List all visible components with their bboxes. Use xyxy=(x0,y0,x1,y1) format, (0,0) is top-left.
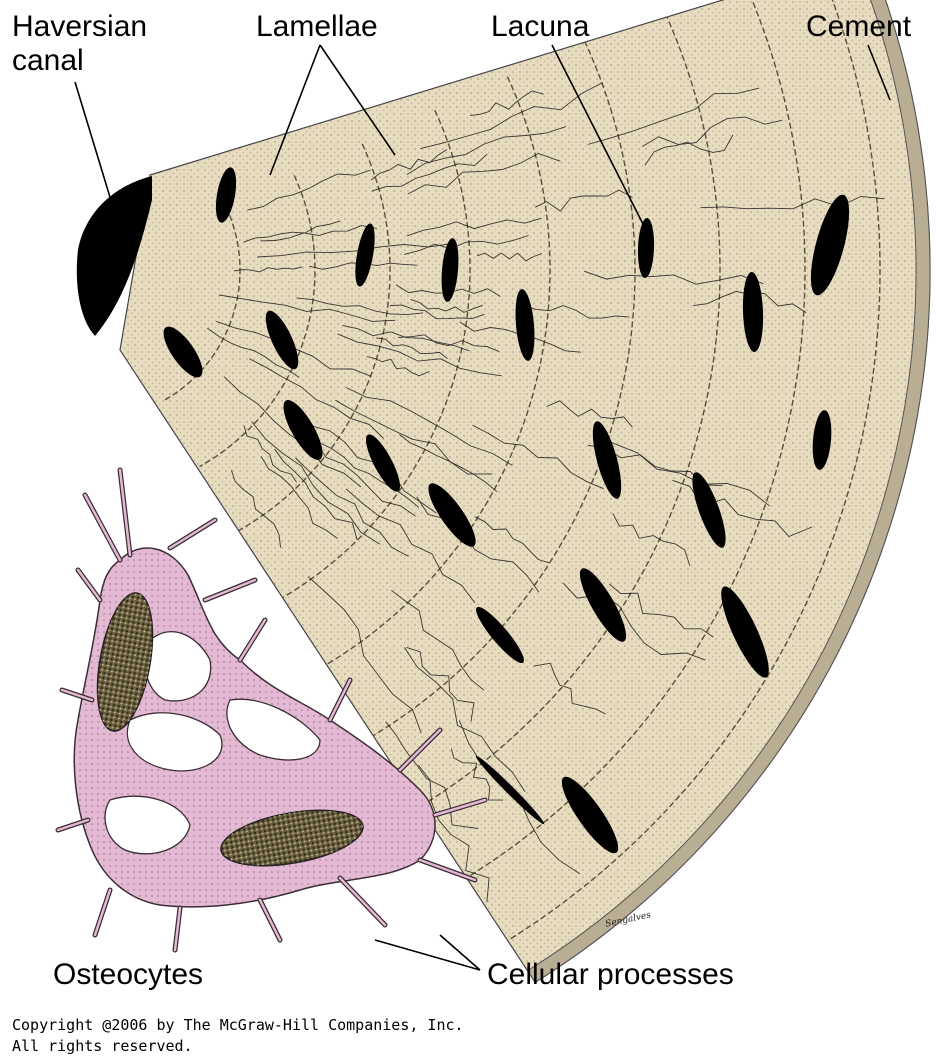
label-lacuna: Lacuna xyxy=(491,10,589,44)
label-haversian-line1: Haversian xyxy=(12,10,147,44)
label-haversian-canal: Haversian canal xyxy=(12,10,147,78)
copyright-line-2: All rights reserved. xyxy=(12,1036,193,1056)
cellular-process-core-9 xyxy=(260,900,280,940)
cellular-process-core-4 xyxy=(78,570,100,600)
cellular-process-core-1 xyxy=(85,495,120,560)
label-cellular-processes: Cellular processes xyxy=(487,958,734,992)
label-lamellae: Lamellae xyxy=(256,10,378,44)
cellular-process-core-10 xyxy=(340,878,385,925)
label-haversian-line2: canal xyxy=(12,44,147,78)
cellular-process-core-16 xyxy=(205,580,255,600)
cellular-process-core-15 xyxy=(240,620,265,660)
copyright-line-1: Copyright @2006 by The McGraw-Hill Compa… xyxy=(12,1015,464,1035)
leader-haversian xyxy=(75,82,120,230)
label-osteocytes: Osteocytes xyxy=(53,958,203,992)
label-cement: Cement xyxy=(806,10,911,44)
cellular-process-core-7 xyxy=(95,890,110,935)
cellular-process-core-2 xyxy=(120,470,130,555)
leader-process-1 xyxy=(375,940,480,970)
cellular-process-core-3 xyxy=(170,520,215,548)
